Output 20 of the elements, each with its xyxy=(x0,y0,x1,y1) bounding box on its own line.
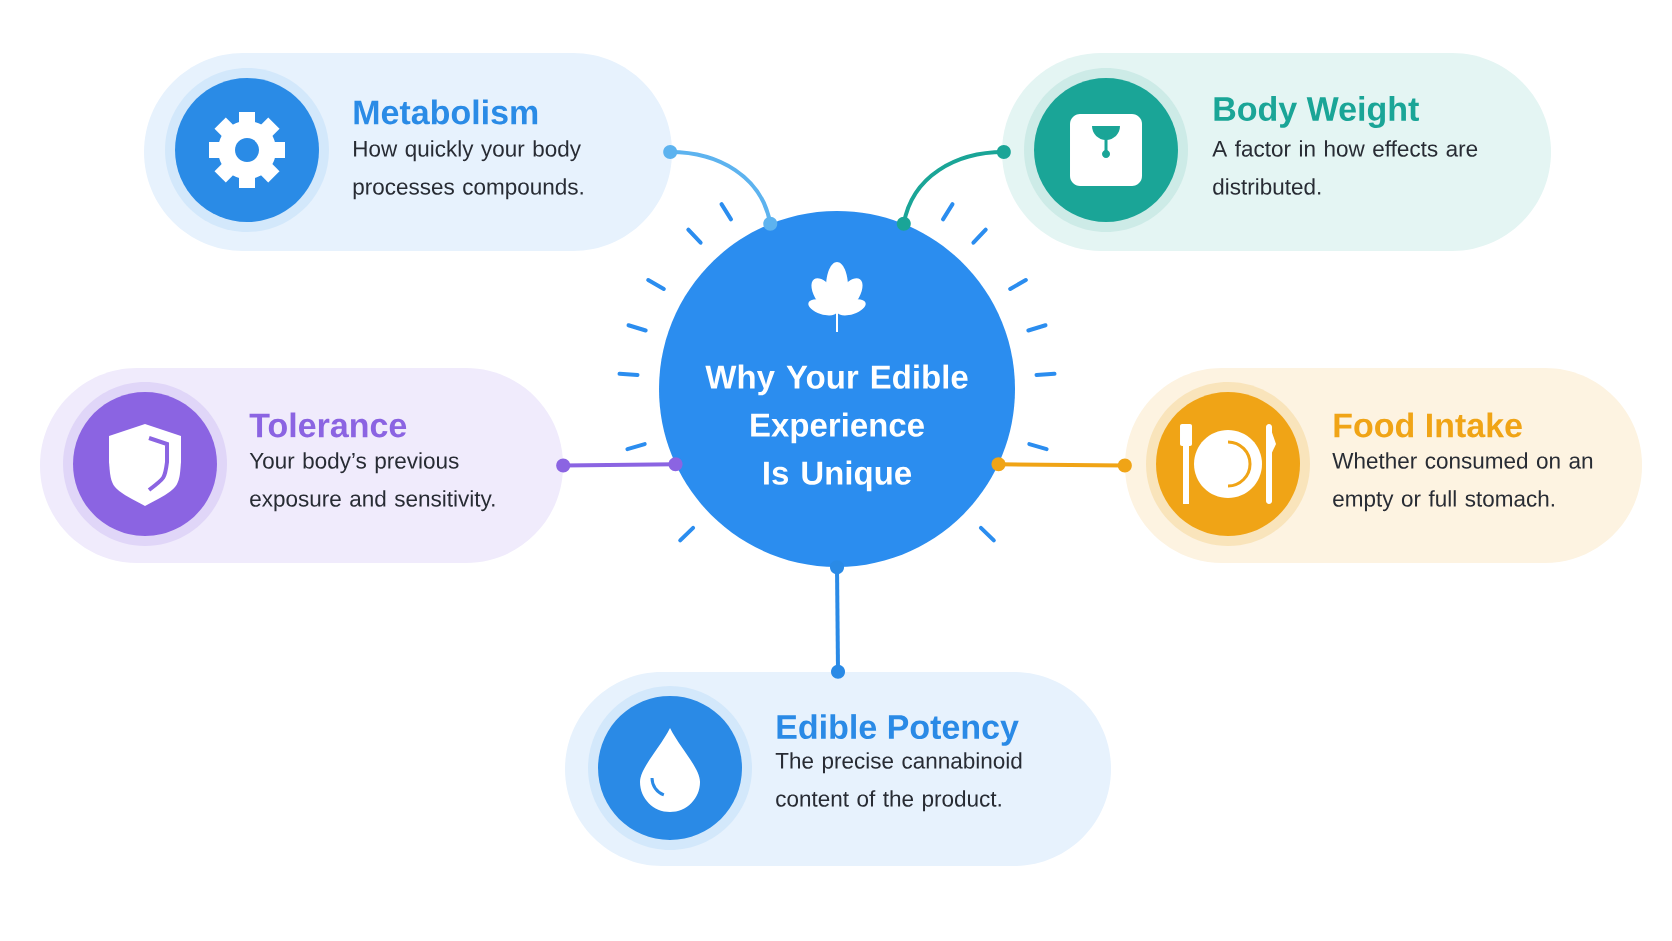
card-description: Your body’s previous exposure and sensitivity. xyxy=(249,452,495,512)
card-description: How quickly your body processes compounds. xyxy=(353,140,583,200)
connector xyxy=(830,560,845,679)
connector xyxy=(663,145,778,231)
card-heading: Food Intake xyxy=(1334,412,1522,438)
card-description: The precise cannabinoid content of the product. xyxy=(775,752,1022,812)
connector xyxy=(556,457,683,473)
card-description: A factor in how effects are distributed. xyxy=(1212,140,1478,195)
card-description: Whether consumed on an empty or full stomach. xyxy=(1332,452,1593,512)
factor-card xyxy=(1002,53,1551,251)
card-heading: Tolerance xyxy=(249,412,407,438)
factor-card xyxy=(40,368,563,563)
card-heading: Body Weight xyxy=(1214,96,1419,128)
factor-card xyxy=(1125,368,1642,563)
factor-card xyxy=(565,672,1111,866)
factor-card xyxy=(144,53,672,251)
connector xyxy=(896,145,1011,231)
connector xyxy=(991,457,1132,473)
card-heading: Metabolism xyxy=(354,99,538,125)
card-heading: Edible Potency xyxy=(777,714,1019,746)
